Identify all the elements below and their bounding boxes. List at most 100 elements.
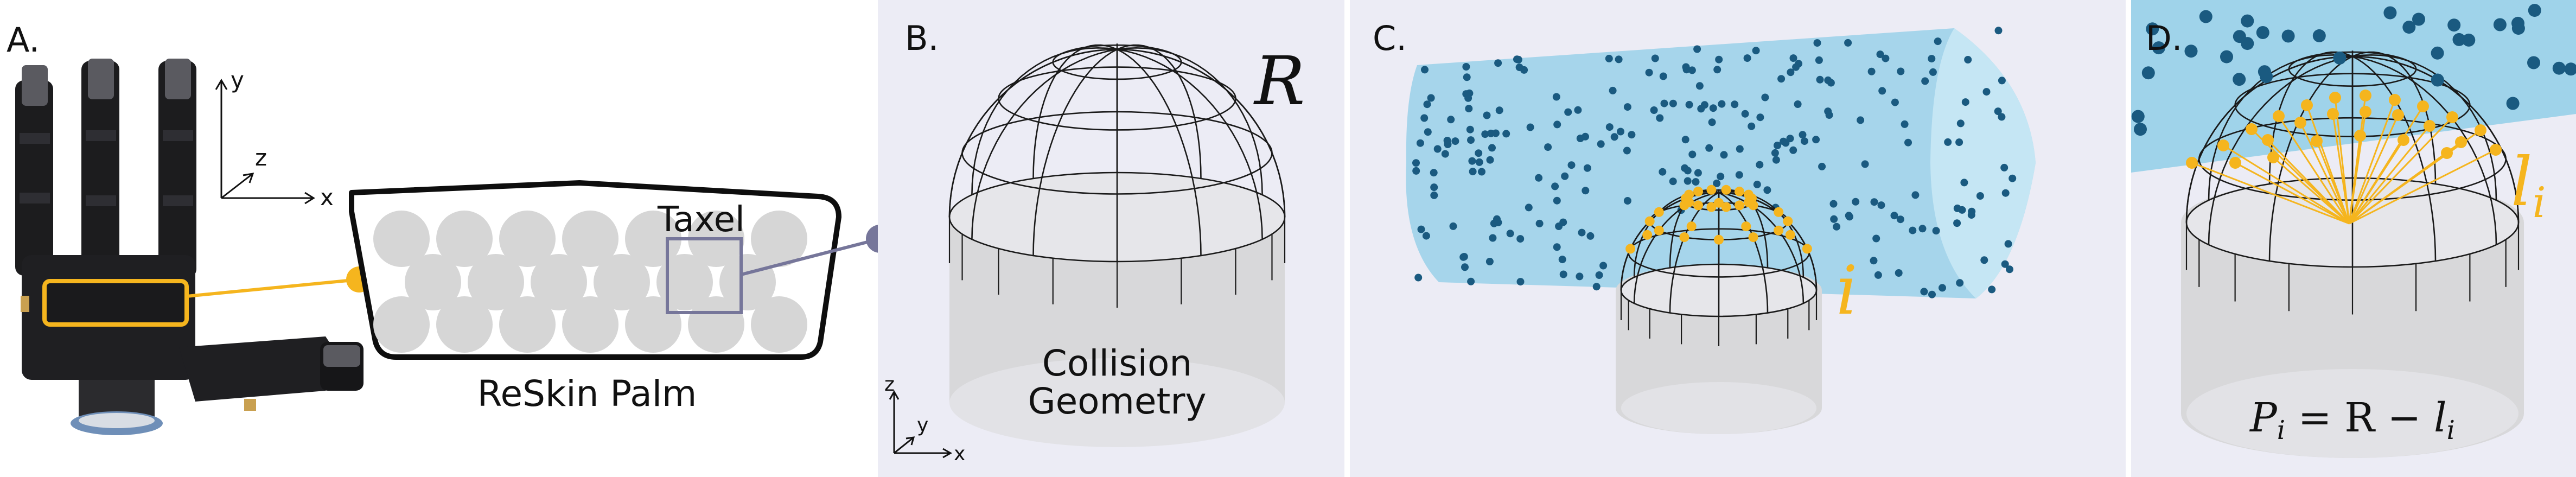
taxel-circle [499, 296, 556, 353]
point-cloud-dot [1852, 198, 1860, 206]
point-cloud-dot [1890, 212, 1898, 220]
cylinder-bottom [949, 358, 1285, 447]
point-cloud-dot [2447, 18, 2461, 32]
point-cloud-dot [1818, 162, 1826, 170]
taxel-circle [688, 296, 744, 353]
point-cloud-dot [1583, 164, 1591, 172]
point-cloud-dot [2233, 30, 2246, 43]
point-cloud-dot [1998, 113, 2006, 121]
point-cloud-dot [1988, 285, 1996, 294]
point-cloud-dot [1780, 137, 1788, 145]
contact-taxel-dot [2446, 111, 2458, 123]
point-cloud-dot [2258, 65, 2271, 79]
taxel-circle [751, 296, 807, 353]
point-cloud-dot [1582, 132, 1589, 141]
panel-divider-bc [1344, 0, 1350, 477]
point-cloud-dots-d [2131, 4, 2576, 136]
point-cloud-dot [1475, 149, 1483, 157]
formula-p-sub: i [2277, 415, 2285, 446]
hand-axis-z-label: z [255, 144, 267, 171]
point-cloud-dot [1928, 55, 1936, 63]
point-cloud-dot [1741, 110, 1749, 118]
taxel-dot [1785, 230, 1795, 240]
point-cloud-dot [2312, 29, 2326, 42]
point-cloud-dot [1870, 257, 1878, 265]
point-cloud-dot [1872, 234, 1880, 243]
point-cloud-dot [1861, 160, 1869, 168]
point-cloud-dot [1486, 156, 1494, 164]
contact-taxel-dot [2262, 134, 2274, 146]
point-cloud-dot [1623, 197, 1631, 205]
point-cloud-dot [2412, 12, 2425, 26]
point-cloud-dot [1688, 66, 1696, 74]
point-cloud-dot [1761, 93, 1769, 101]
point-cloud-dot [2383, 6, 2397, 20]
point-cloud-dot [1433, 145, 1442, 153]
taxel-circle [468, 254, 524, 310]
point-cloud-dot [1544, 143, 1552, 151]
point-cloud-dot [1493, 215, 1501, 223]
hand-axes [215, 79, 315, 205]
point-cloud-dot [1753, 180, 1761, 188]
point-cloud-dot [1799, 131, 1807, 139]
contact-taxel-dot [2273, 110, 2285, 122]
contact-length-rays [2191, 95, 2496, 225]
point-cloud-dot [1736, 145, 1744, 153]
taxel-dot [1741, 221, 1751, 232]
taxel-circle [436, 296, 493, 353]
point-cloud-dot [1735, 171, 1743, 179]
contact-taxel-dot [2229, 157, 2241, 169]
point-cloud-dot [1576, 272, 1584, 281]
point-cloud-dot [1718, 100, 1726, 108]
panel-c-label: C. [1373, 18, 1407, 58]
point-cloud-dot [1659, 72, 1667, 80]
point-cloud-dot [1955, 138, 1963, 147]
point-cloud-dot [2527, 56, 2540, 69]
dome-wireframe [948, 43, 1286, 308]
contact-taxel-dot [2398, 134, 2409, 146]
point-cloud-dot [1535, 219, 1544, 227]
point-cloud-dot [1857, 116, 1865, 124]
point-cloud-dot [1578, 228, 1586, 237]
contact-taxel-dot [2441, 147, 2453, 159]
hand-axis-y-label: y [231, 67, 244, 93]
point-cloud-dot [1552, 93, 1560, 101]
palm-leader-line [186, 278, 360, 298]
point-cloud-dot [1756, 161, 1764, 169]
taxel-circle [531, 254, 587, 310]
taxel-circle [405, 254, 461, 310]
formula-l-sub: i [2447, 415, 2455, 446]
point-cloud-dot [1713, 179, 1721, 187]
point-cloud-dot [1692, 178, 1700, 186]
point-cloud-dot [1628, 131, 1636, 139]
taxel-dot [1774, 207, 1784, 217]
taxel-circle [373, 296, 430, 353]
point-cloud-dot [1976, 192, 1984, 200]
point-cloud-dot [1748, 122, 1756, 130]
point-cloud-dot [1964, 56, 1972, 63]
point-cloud-dot [1901, 120, 1909, 128]
taxel-circle [373, 211, 430, 267]
point-cloud-dot [1595, 271, 1603, 279]
point-cloud-dot [1918, 225, 1927, 233]
point-cloud-dot [2452, 33, 2466, 46]
point-cloud-dot [1465, 105, 1473, 113]
point-cloud-dot [1553, 120, 1561, 129]
point-cloud-dot [1720, 151, 1728, 159]
point-cloud-dot [1998, 77, 2006, 85]
taxel-label: Taxel [657, 200, 745, 240]
point-cloud-dot [1953, 204, 1961, 212]
point-cloud-dot [1956, 119, 1965, 128]
point-cloud-dot [1895, 269, 1903, 277]
point-cloud-dot [1961, 98, 1969, 106]
point-cloud-dot [1920, 288, 1928, 296]
point-cloud-dot [1615, 55, 1623, 63]
point-cloud-dot [1792, 63, 1800, 71]
point-cloud-dot [1483, 111, 1491, 119]
point-cloud-dot [1422, 232, 1430, 240]
point-cloud-dot [1481, 130, 1489, 138]
point-cloud-dot [1909, 226, 1917, 234]
taxel-circle [594, 254, 650, 310]
point-cloud-dot [1535, 174, 1543, 182]
